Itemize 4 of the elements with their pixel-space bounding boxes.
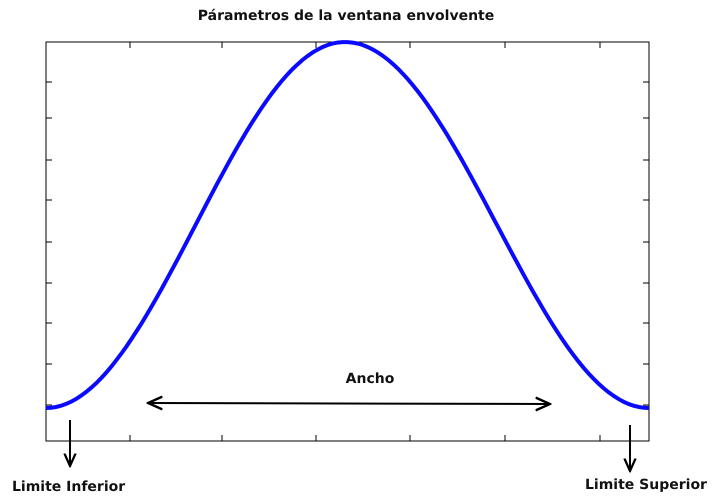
dimension-label: Ancho <box>346 371 394 387</box>
axis-label: Limite Inferior <box>12 479 126 495</box>
chart-title: Párametros de la ventana envolvente <box>198 8 494 24</box>
axis-label: Limite Superior <box>585 477 707 493</box>
